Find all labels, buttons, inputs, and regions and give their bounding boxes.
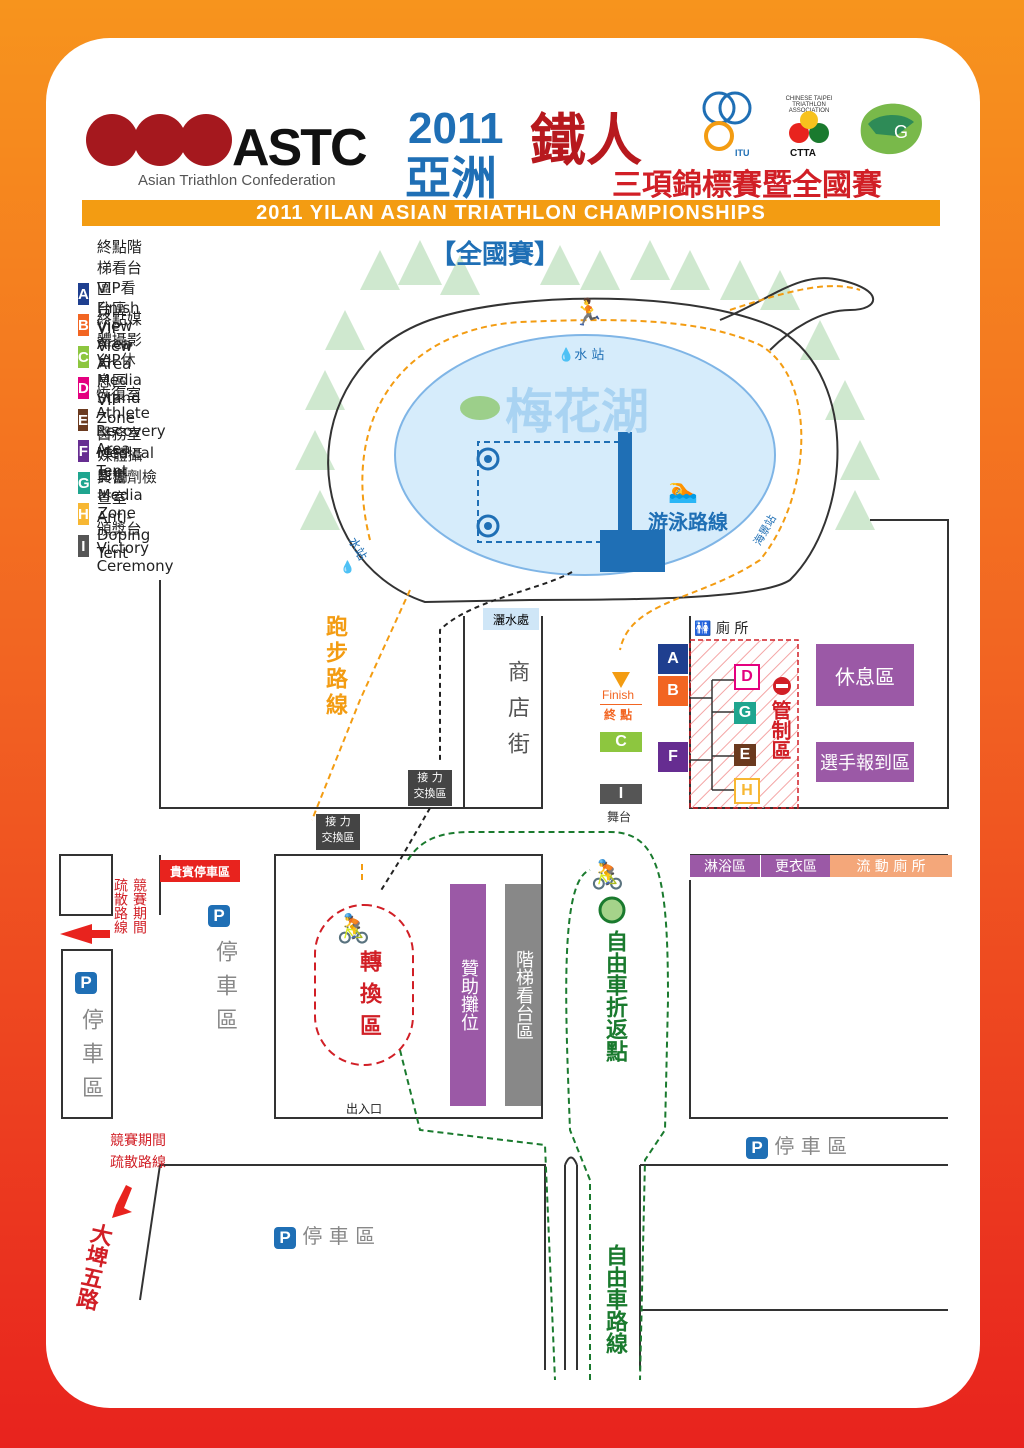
rest-area: 休息區 [816,644,914,706]
swimmer-icon: 🏊 [668,476,698,504]
zone-e: E [734,744,756,766]
swim-route-label: 游泳路線 [648,510,728,534]
changing-area: 更衣區 [760,855,831,877]
bike-route [399,831,670,1381]
lake-label: 梅花湖 [505,384,650,440]
run-route [311,285,861,880]
transition-label: 轉換區 [356,950,381,1046]
water-drop-icon: 💧 [340,560,355,574]
evac-note: 競賽期間疏散路線 [110,1133,166,1171]
vip-parking: 貴賓停車區 [160,860,240,882]
lake [394,334,776,576]
astc-logo-icon [82,108,242,168]
asia-title: 亞洲 [405,151,497,205]
svg-text:G: G [894,122,908,142]
relay-zone-lower: 接 力交換區 [316,814,360,850]
zone-a: A [658,644,688,674]
transition-bike-icon: 🚴 [336,912,371,945]
bike-turn-icon: 🚴 [590,858,625,891]
championship-cn: 三項錦標賽暨全國賽 [612,168,882,203]
runner-icon: 🏃 [572,298,605,328]
control-area-label: 管制區 [768,700,792,760]
water-station-top: 💧水 站 [558,348,605,363]
year: 2011 [408,104,504,153]
bike-route-label: 自由車路線 [602,1244,627,1354]
zone-i: I [600,784,642,804]
zone-b: B [658,676,688,706]
relay-zone-upper: 接 力交換區 [408,770,452,806]
tree-cluster [295,240,880,530]
finish-cn-label: 終 點 [604,708,633,722]
zone-h: H [734,778,760,804]
evac-note-vertical: 疏散路線競賽期間 [112,878,147,934]
yilan-logo-icon: G [856,96,926,162]
spray-zone: 灑水處 [483,608,539,630]
ctta-text: CTTA [790,148,816,159]
swim-route [477,441,620,543]
zone-f: F [658,742,688,772]
iron-title: 鐵人 [530,108,642,174]
astc-logo-text: ASTC [232,119,368,177]
toilet-label: 🚻 廁 所 [694,621,749,637]
finish-label: Finish [602,688,635,702]
subtitle: 【全國賽】 [430,240,561,270]
parking-label-1: 停車區 [212,940,237,1042]
stage-label: 舞台 [607,810,632,824]
astc-subtitle: Asian Triathlon Confederation [138,172,336,189]
parking-icon-2: P [75,972,97,994]
parking-label-2: 停車區 [78,1008,103,1110]
shower-area: 淋浴區 [690,855,760,877]
stairs-stand: 階梯看台區 [505,884,541,1106]
zone-c: C [600,732,642,752]
run-track-outer [327,297,839,604]
entrance-label: 出入口 [346,1102,383,1116]
checkin-area: 選手報到區 [816,742,914,782]
zone-d: D [734,664,760,690]
parking-area-bottom: P 停 車 區 [274,1220,375,1249]
championship-banner: 2011 YILAN ASIAN TRIATHLON CHAMPIONSHIPS [82,200,940,226]
run-route-label: 跑步路線 [322,615,347,719]
itu-text: ITU [735,148,750,158]
sponsor-booths: 贊助攤位 [450,884,486,1106]
bike-turn-label: 自由車折返點 [602,930,627,1062]
parking-area-right: P 停 車 區 [746,1130,847,1159]
shop-street-label: 商店街 [504,660,529,768]
mobile-toilet-area: 流 動 廁 所 [830,855,952,877]
transition-area [314,904,414,1066]
roads [59,519,949,1370]
zone-g: G [734,702,756,724]
map-card [46,38,980,1408]
itu-logo-icon [697,90,757,156]
ctta-logo-icon [784,108,834,152]
parking-icon-1: P [208,905,230,927]
toilet-icon: 🚻 [694,621,712,637]
